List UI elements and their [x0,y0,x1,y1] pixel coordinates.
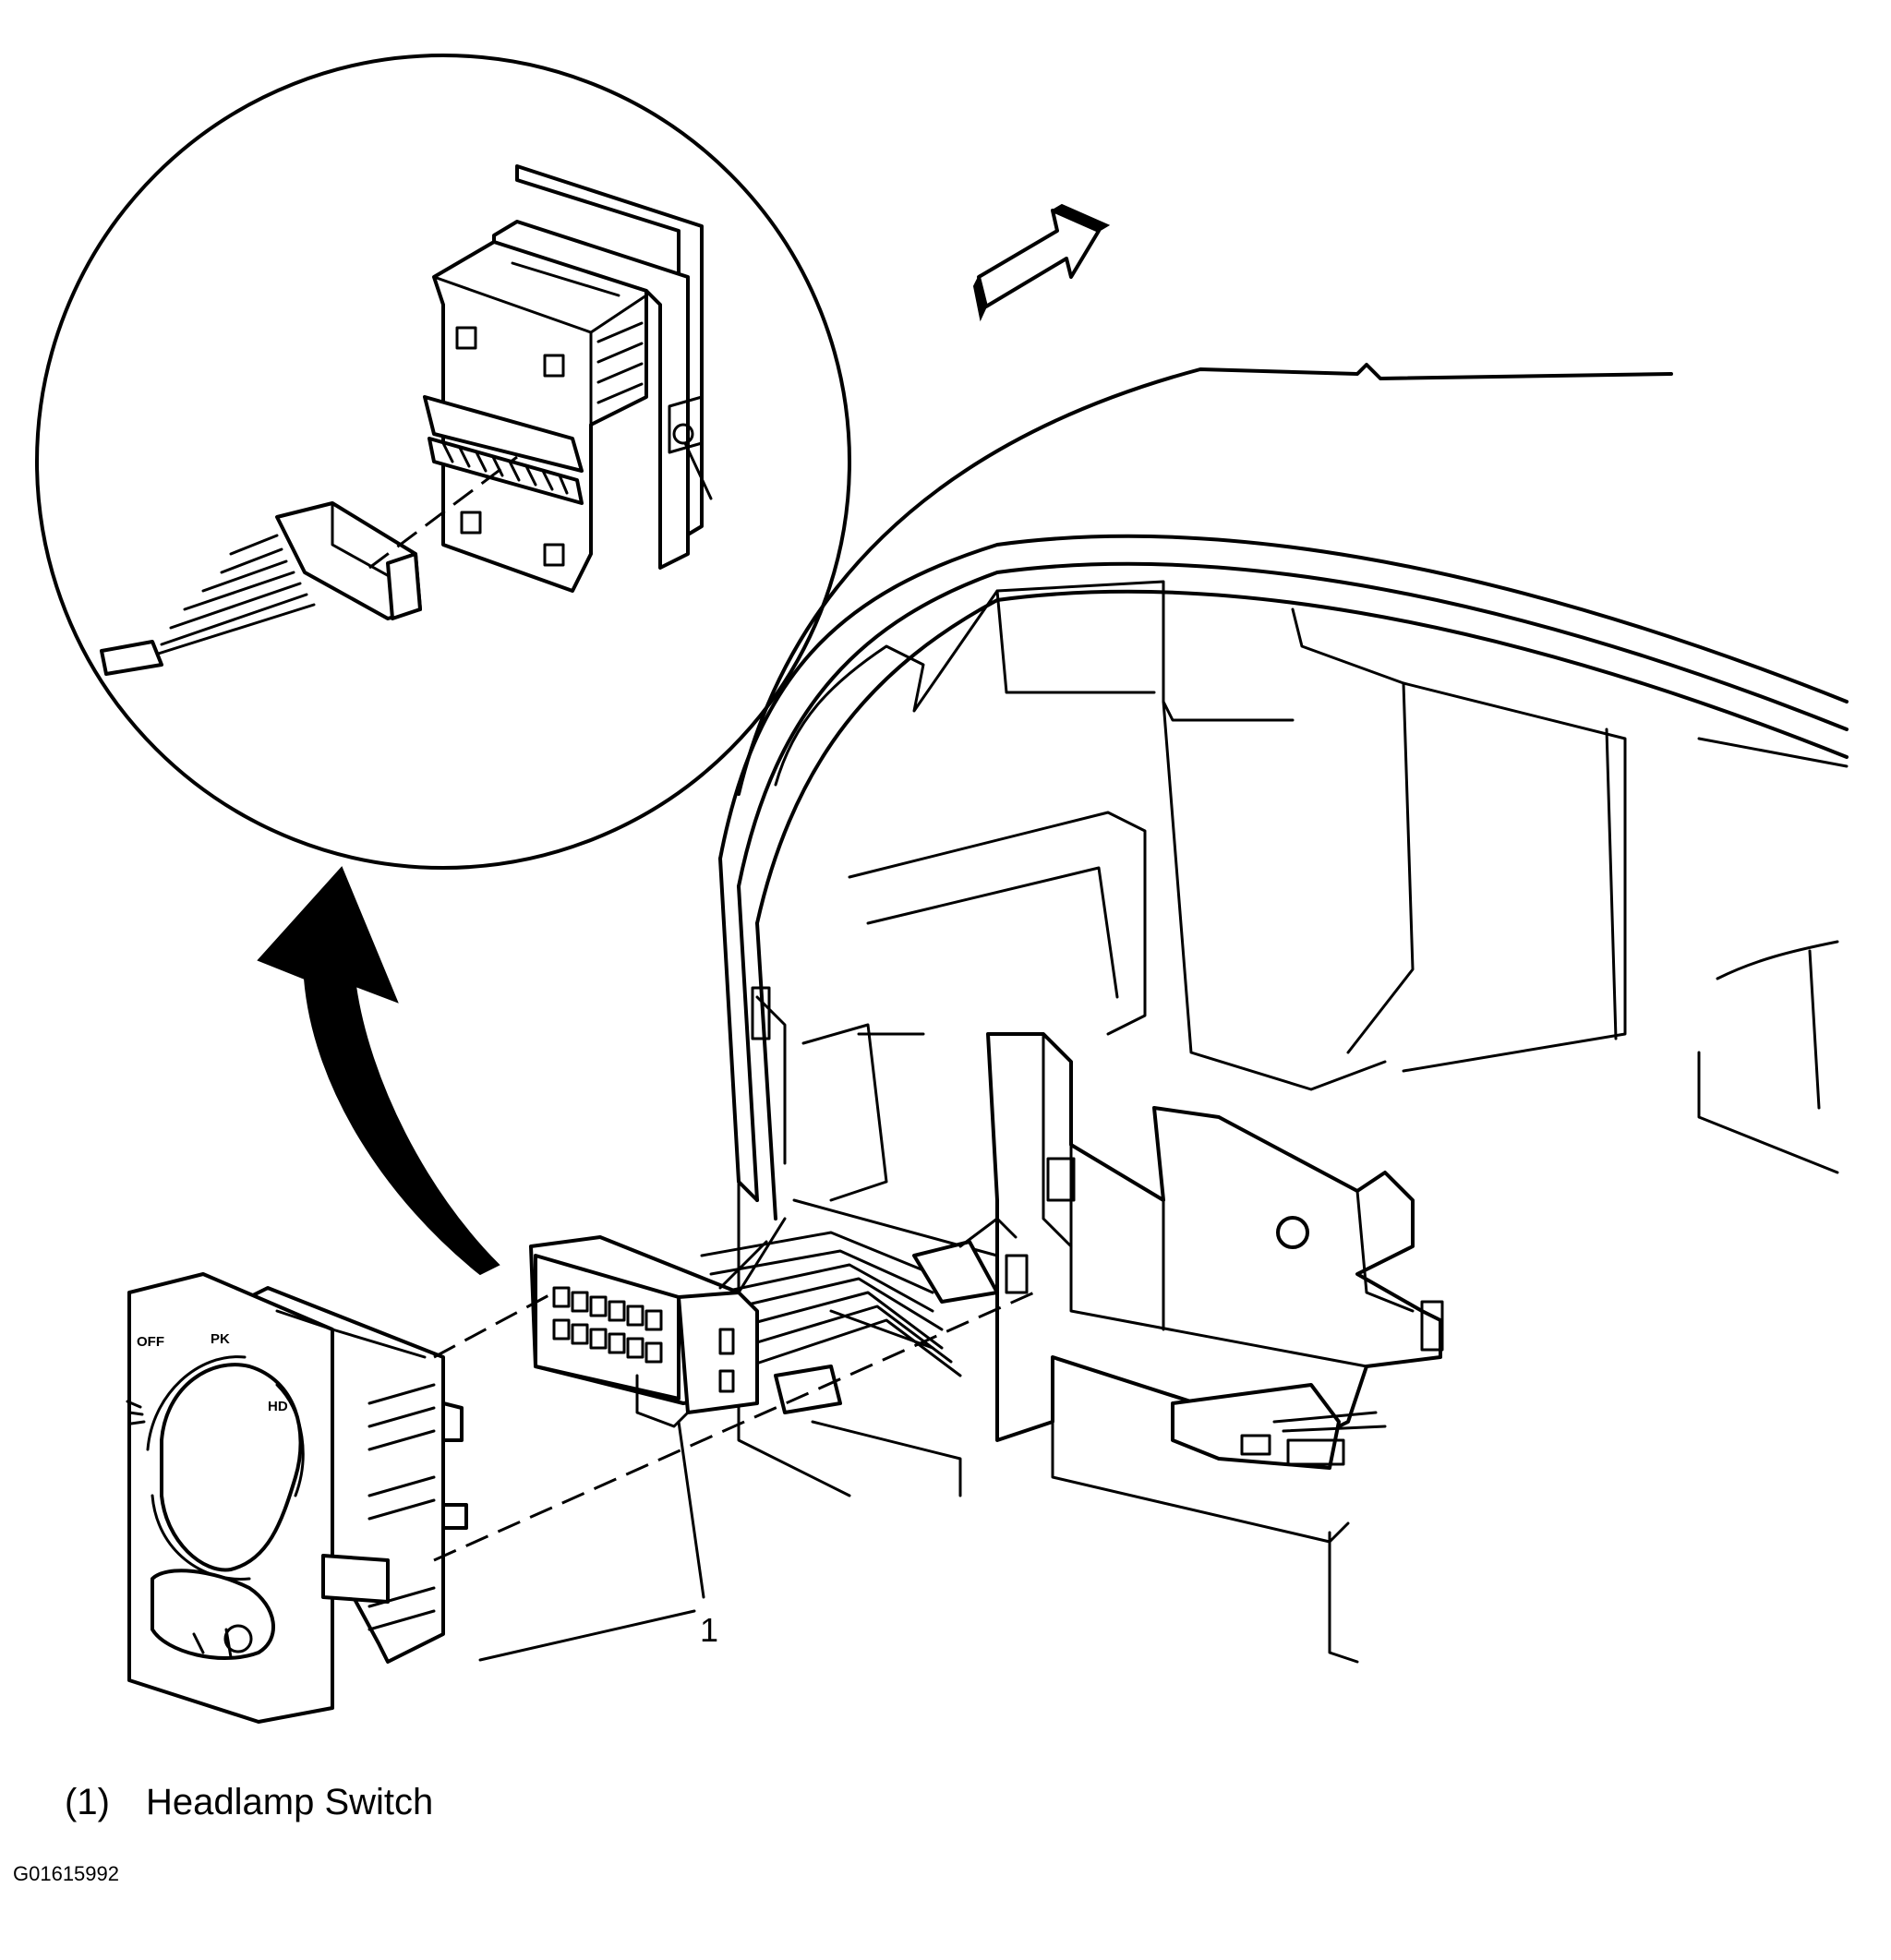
wiring-harness [700,1217,1018,1377]
callout-1: 1 [478,1420,718,1662]
knob-label-park: PK [211,1331,230,1347]
inset-switch-body [423,164,713,593]
detail-inset-circle [35,54,851,870]
harness-connector [529,1235,759,1428]
inset-harness-connector [100,501,422,676]
forward-direction-arrow [972,203,1111,322]
knob-label-headlamp: HD [268,1399,288,1414]
headlamp-switch: OFF PK HD [126,1272,468,1724]
legend-item-number: (1) [65,1782,110,1822]
headlamp-knob [146,1355,305,1581]
callout-1-label: 1 [700,1611,718,1649]
instrument-panel-frame [718,363,1849,1220]
figure-id: G01615992 [13,1862,119,1885]
dimmer-thumbwheel [151,1569,275,1660]
removal-curved-arrow [257,866,500,1276]
connector-pin-grid [552,1286,663,1364]
mounting-bracket [737,1032,1444,1664]
legend-item-name: Headlamp Switch [146,1782,434,1822]
legend: (1) Headlamp Switch [65,1782,433,1823]
knob-label-off: OFF [137,1334,164,1350]
alignment-lines [433,1217,1035,1562]
